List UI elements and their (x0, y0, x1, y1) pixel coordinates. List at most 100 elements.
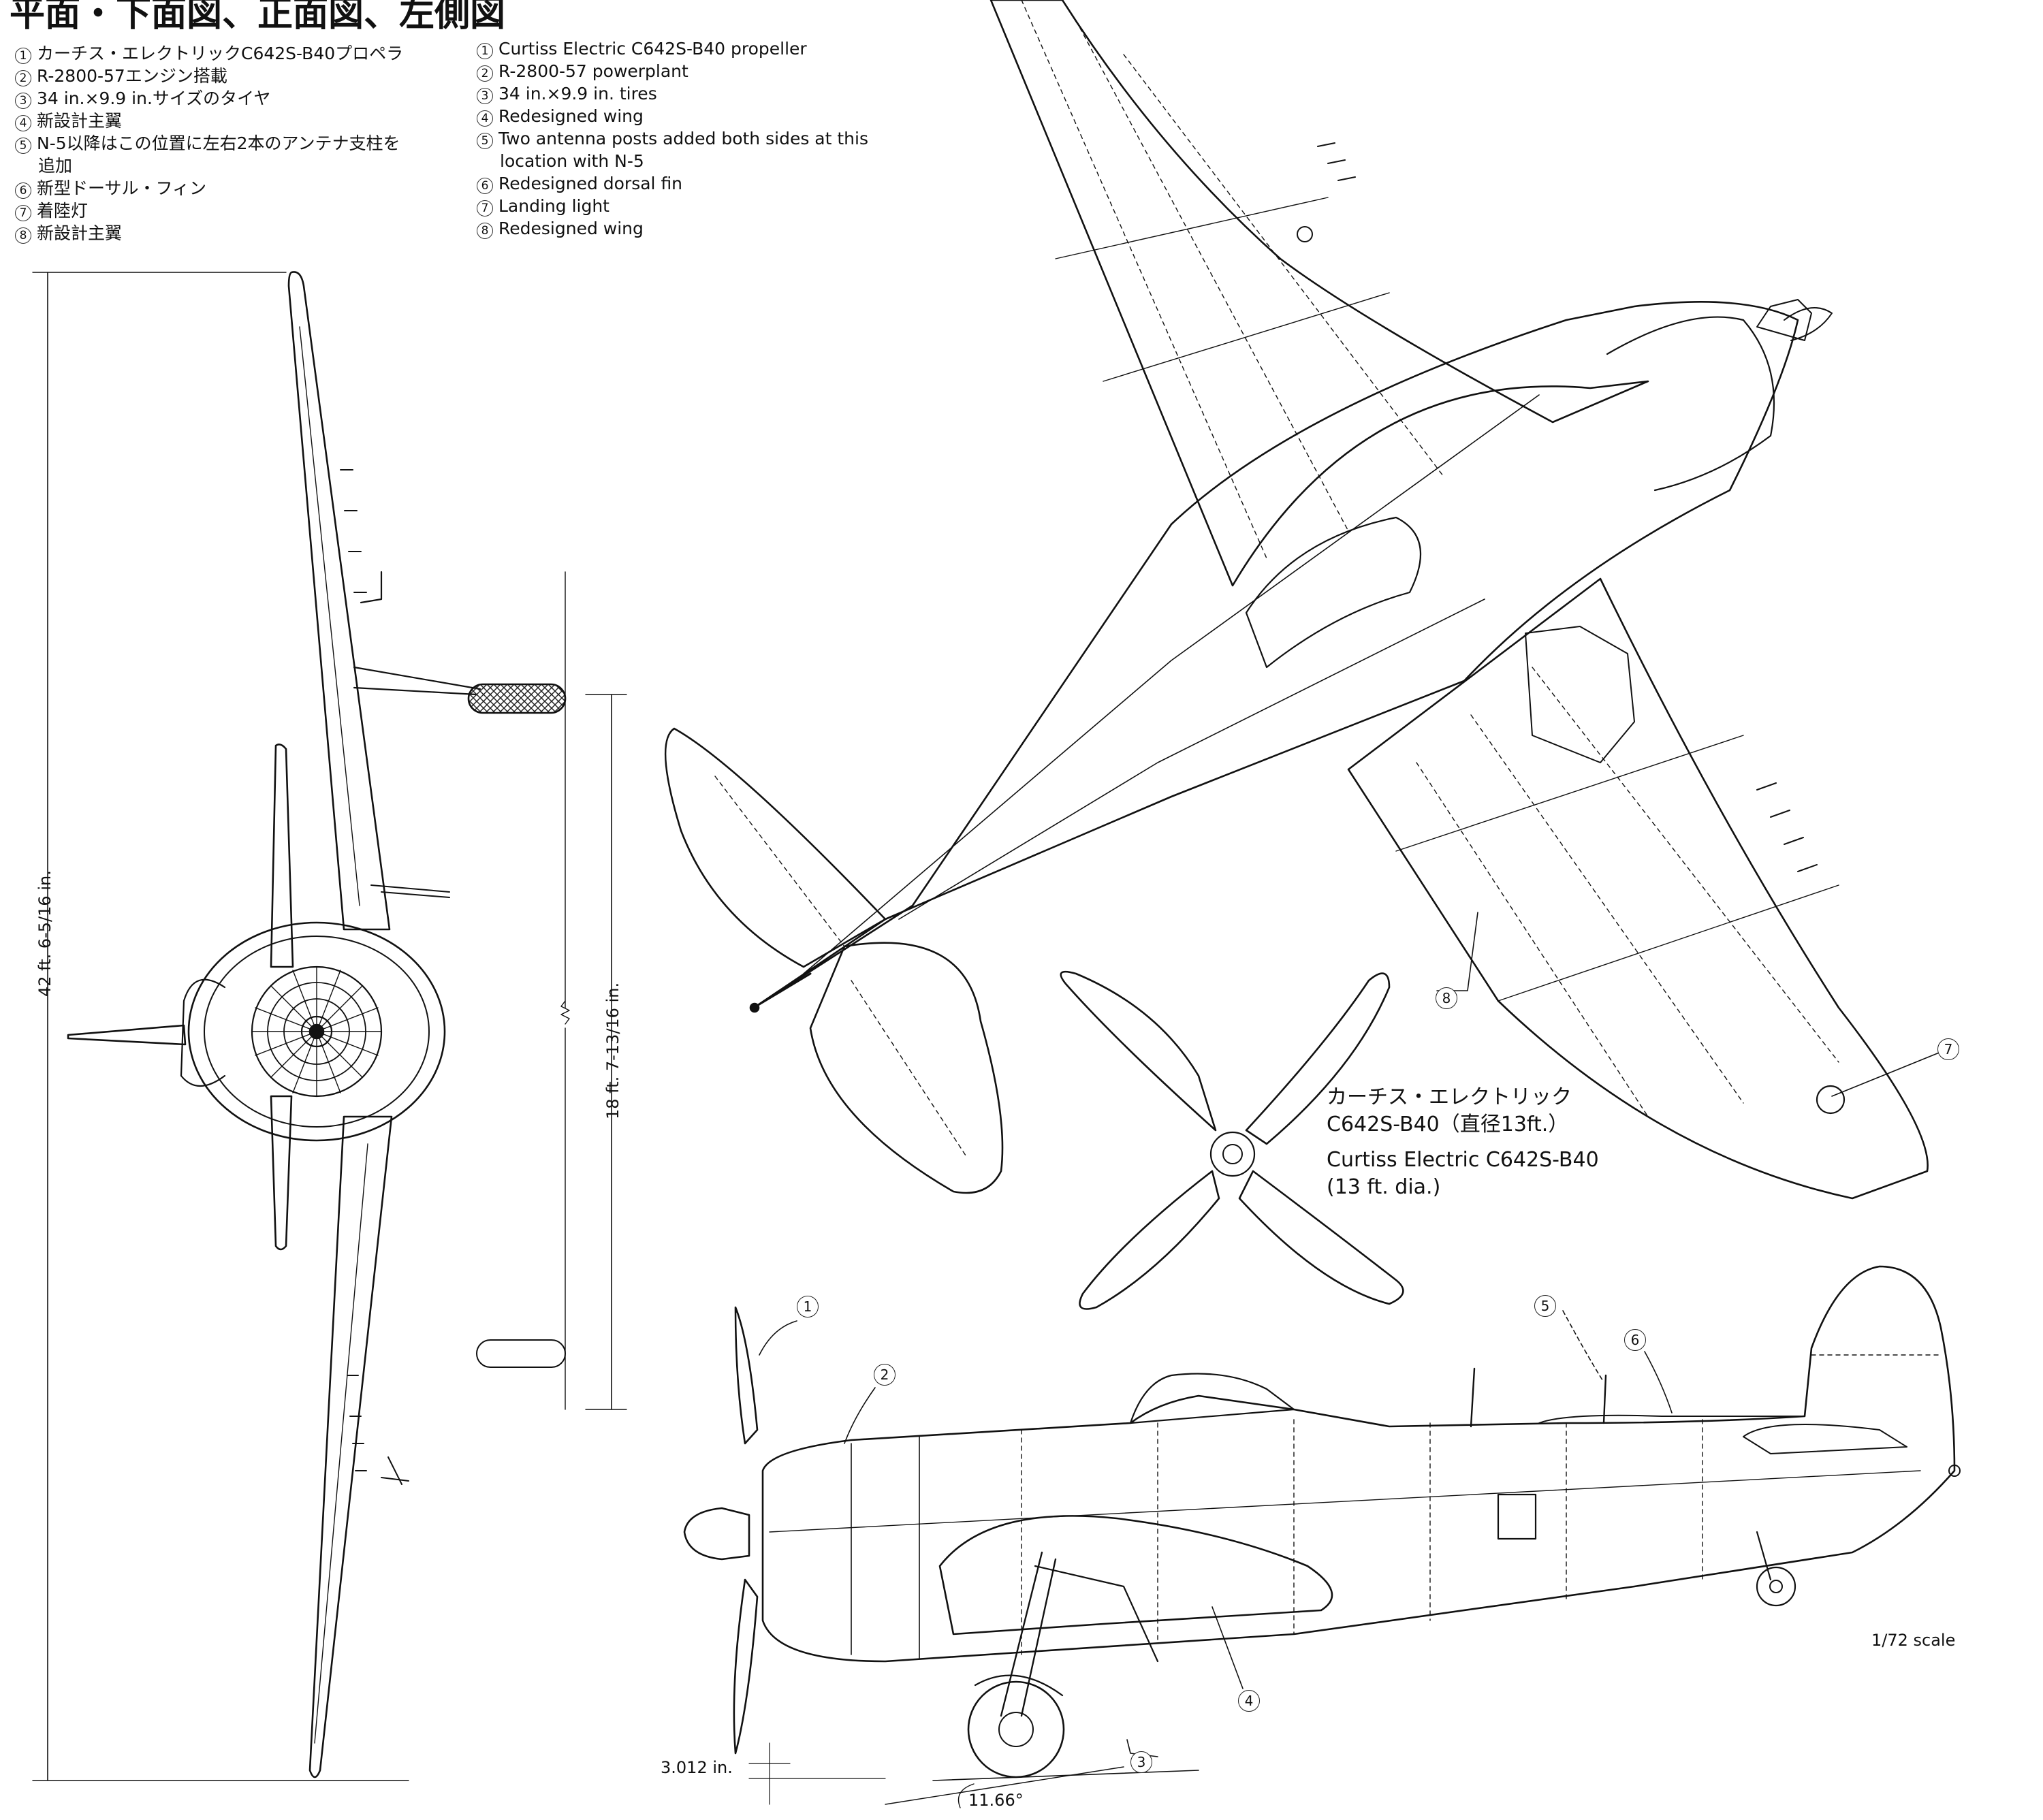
scale-label: 1/72 scale (1871, 1631, 1956, 1650)
legend-item: 4 Redesigned wing (477, 105, 868, 127)
legend-text: 34 in.×9.9 in.サイズのタイヤ (37, 89, 271, 108)
plan-right-tailplane (809, 942, 1004, 1194)
side-fuselage (761, 1265, 1956, 1663)
legend-number: 3 (15, 93, 31, 109)
side-tail-wheel (1756, 1566, 1796, 1607)
legend-item: 7 着陸灯 (15, 199, 403, 222)
legend-number: 1 (477, 43, 493, 59)
plan-left-wing (1347, 577, 1929, 1200)
legend-text: Landing light (498, 196, 609, 216)
legend-text: Two antenna posts added both sides at th… (498, 129, 868, 148)
plan-canopy (1245, 516, 1422, 669)
propeller-caption: カーチス・エレクトリック C642S-B40（直径13ft.） Curtiss … (1327, 1084, 1599, 1201)
front-view (32, 271, 627, 1781)
legend-number: 5 (477, 133, 493, 149)
plan-view (664, 0, 1942, 1200)
callout-6: 6 (1624, 1329, 1646, 1351)
front-lower-wing (308, 1115, 393, 1778)
side-main-wheel (967, 1680, 1065, 1778)
angle-label: 11.66° (968, 1791, 1024, 1810)
propeller-blade (1060, 970, 1217, 1132)
side-canopy (1129, 1373, 1295, 1424)
legend-item: 4 新設計主翼 (15, 110, 403, 132)
legend-number: 4 (477, 110, 493, 127)
legend-text: 着陸灯 (37, 201, 89, 221)
legend-number: 5 (15, 138, 31, 154)
callout-5: 5 (1534, 1295, 1556, 1317)
propeller-caption-en-line1: Curtiss Electric C642S-B40 (1327, 1148, 1599, 1172)
main-wheel (467, 683, 567, 714)
legend-number: 7 (15, 205, 31, 221)
callout-4: 4 (1238, 1690, 1260, 1712)
legend-item: 2 R-2800-57 powerplant (477, 60, 868, 82)
propeller-blade (1079, 1170, 1220, 1310)
legend-text: Redesigned wing (498, 106, 644, 126)
side-propeller-blade (734, 1306, 759, 1445)
front-stabilizer (67, 1024, 187, 1046)
legend-item: 6 Redesigned dorsal fin (477, 172, 868, 195)
legend-text: Redesigned dorsal fin (498, 174, 683, 193)
legend-number: 3 (477, 88, 493, 104)
legend-item-continuation: location with N-5 (477, 150, 868, 172)
legend-number: 2 (477, 65, 493, 82)
legend-item: 5 N-5以降はこの位置に左右2本のアンテナ支柱を (15, 132, 403, 155)
legend-text: 34 in.×9.9 in. tires (498, 84, 657, 103)
plan-right-wing (989, 0, 1649, 587)
legend-text: R-2800-57エンジン搭載 (37, 66, 227, 86)
legend-number: 8 (477, 223, 493, 239)
callout-2: 2 (874, 1364, 896, 1386)
legend-item: 8 新設計主翼 (15, 222, 403, 244)
legend-number: 7 (477, 200, 493, 217)
legend-item: 3 34 in.×9.9 in.サイズのタイヤ (15, 87, 403, 110)
legend-japanese: 1 カーチス・エレクトリックC642S-B40プロペラ 2 R-2800-57エンジ… (15, 42, 403, 244)
page-title: 平面・下面図、正面図、左側図 (10, 0, 506, 35)
legend-text: location with N-5 (500, 151, 644, 171)
height-dimension-label: 18 ft. 7-13/16 in. (603, 982, 622, 1119)
legend-number: 2 (15, 70, 31, 86)
propeller-caption-en-line2: (13 ft. dia.) (1327, 1175, 1441, 1199)
legend-text: カーチス・エレクトリックC642S-B40プロペラ (37, 44, 404, 63)
propeller-caption-jp-line1: カーチス・エレクトリック (1327, 1085, 1572, 1109)
callout-8: 8 (1436, 987, 1457, 1009)
callout-7: 7 (1937, 1038, 1959, 1060)
legend-number: 6 (15, 182, 31, 199)
propeller-view (1060, 970, 1404, 1310)
legend-item: 7 Landing light (477, 195, 868, 217)
legend-text: 追加 (38, 156, 73, 176)
callout-3: 3 (1130, 1751, 1152, 1773)
side-wing (938, 1515, 1333, 1635)
legend-text: 新設計主翼 (37, 223, 123, 243)
propeller-caption-jp-line2: C642S-B40（直径13ft.） (1327, 1113, 1569, 1136)
legend-number: 8 (15, 227, 31, 244)
legend-item: 8 Redesigned wing (477, 217, 868, 240)
propeller-blade (1245, 972, 1391, 1145)
plan-left-tailplane (664, 727, 887, 968)
side-view (683, 1265, 1961, 1808)
propeller-hub (1209, 1131, 1256, 1177)
legend-text: Redesigned wing (498, 219, 644, 238)
front-fin (270, 744, 294, 968)
side-spinner (683, 1507, 750, 1561)
legend-number: 1 (15, 48, 31, 64)
side-propeller-blade (733, 1578, 759, 1755)
legend-item: 6 新型ドーサル・フィン (15, 177, 403, 199)
plan-fuselage (755, 301, 1799, 1008)
legend-text: 新設計主翼 (37, 111, 123, 131)
propeller-blade (1238, 1170, 1404, 1305)
legend-text: N-5以降はこの位置に左右2本のアンテナ支柱を (37, 133, 400, 153)
legend-number: 6 (477, 178, 493, 194)
callout-1: 1 (797, 1296, 819, 1318)
legend-item: 5 Two antenna posts added both sides at t… (477, 127, 868, 150)
legend-number: 4 (15, 115, 31, 131)
front-upper-wing (287, 271, 391, 931)
legend-text: 新型ドーサル・フィン (37, 178, 207, 198)
front-cowling (187, 921, 446, 1142)
span-dimension-label: 42 ft. 6-5/16 in. (35, 870, 54, 997)
legend-item: 3 34 in.×9.9 in. tires (477, 82, 868, 105)
legend-text: R-2800-57 powerplant (498, 61, 688, 81)
legend-item: 2 R-2800-57エンジン搭載 (15, 65, 403, 87)
legend-item-continuation: 追加 (15, 155, 403, 177)
legend-item: 1 カーチス・エレクトリックC642S-B40プロペラ (15, 42, 403, 65)
